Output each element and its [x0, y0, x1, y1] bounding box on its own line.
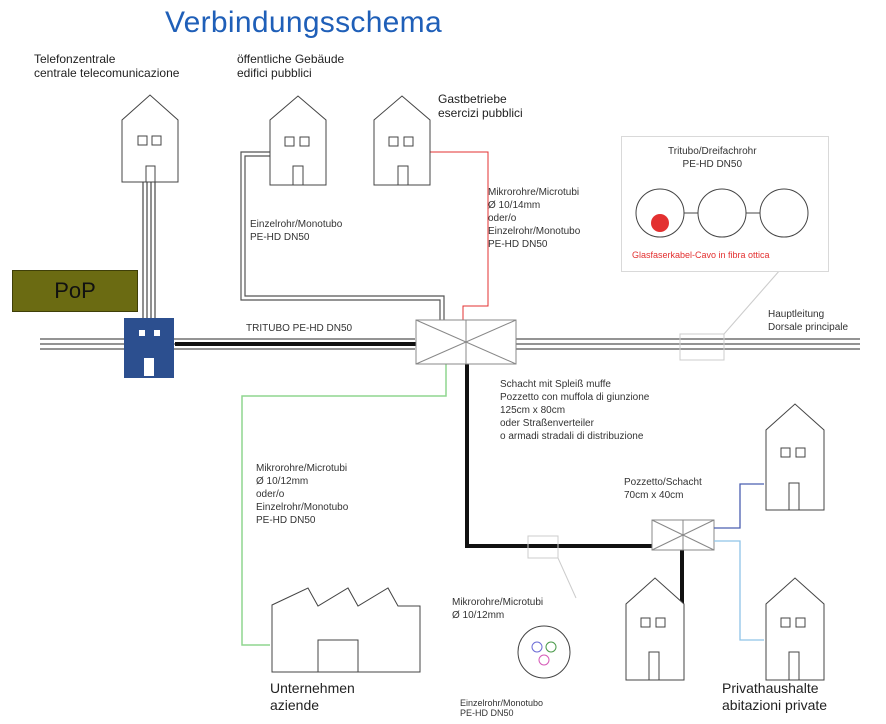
microtubi-cross-section — [517, 625, 571, 679]
tritubo-main-label: TRITUBO PE-HD DN50 — [246, 323, 353, 334]
splice-box — [415, 319, 517, 365]
telefonzentrale-link — [142, 182, 156, 320]
tritubo-cross-section — [635, 188, 809, 238]
factory-unternehmen — [271, 587, 421, 673]
fiber-cable-black — [175, 324, 684, 644]
tritubo-inset: Tritubo/Dreifachrohr PE-HD DN50 Glasfase… — [621, 136, 829, 272]
glasfaser-label: Glasfaserkabel-Cavo in fibra ottica — [632, 250, 770, 260]
house-private-top — [765, 403, 825, 511]
pozzetto-label: Pozzetto/Schacht 70cm x 40cm — [624, 477, 702, 501]
mikrorohre-bottom-label: Mikrorohre/Microtubi Ø 10/12mm — [452, 597, 544, 621]
schacht-label: Schacht mit Spleiß muffe Pozzetto con mu… — [500, 379, 650, 442]
einzelrohr-bottom-label: Einzelrohr/Monotubo PE-HD DN50 — [460, 698, 544, 718]
einzelrohr-left-label: Einzelrohr/Monotubo PE-HD DN50 — [250, 219, 343, 243]
public-building-link — [240, 151, 445, 320]
gastbetriebe-label: Gastbetriebe esercizi pubblici — [438, 92, 523, 120]
pop-node — [124, 318, 174, 378]
pop-box: PoP — [12, 270, 138, 312]
mikrorohre-1014-label: Mikrorohre/Microtubi Ø 10/14mm oder/o Ei… — [488, 187, 581, 250]
blue-link — [714, 483, 764, 529]
tritubo-inset-title: Tritubo/Dreifachrohr PE-HD DN50 — [668, 146, 757, 170]
pozzetto-box — [651, 519, 715, 551]
pop-label: PoP — [54, 278, 96, 303]
fiber-cable-dot — [651, 214, 669, 232]
mikrorohre-1012-label: Mikrorohre/Microtubi Ø 10/12mm oder/o Ei… — [256, 463, 349, 526]
diagram-title: Verbindungsschema — [165, 6, 442, 39]
house-telefonzentrale — [121, 94, 179, 183]
unternehmen-label: Unternehmen aziende — [270, 680, 355, 713]
hauptleitung-label: Hauptleitung Dorsale principale — [768, 309, 849, 333]
house-public — [269, 95, 327, 186]
pointer-markers — [527, 269, 781, 599]
house-private-mid — [625, 577, 685, 681]
main-trunk — [40, 338, 860, 350]
gastbetriebe-red-link — [430, 151, 489, 320]
telefonzentrale-label: Telefonzentrale centrale telecomunicazio… — [34, 52, 180, 80]
green-link — [241, 364, 447, 646]
house-private-bottom — [765, 577, 825, 681]
house-gastbetriebe — [373, 95, 431, 186]
public-building-label: öffentliche Gebäude edifici pubblici — [237, 52, 345, 80]
lightblue-link — [714, 540, 764, 641]
privathaushalte-label: Privathaushalte abitazioni private — [722, 680, 828, 713]
